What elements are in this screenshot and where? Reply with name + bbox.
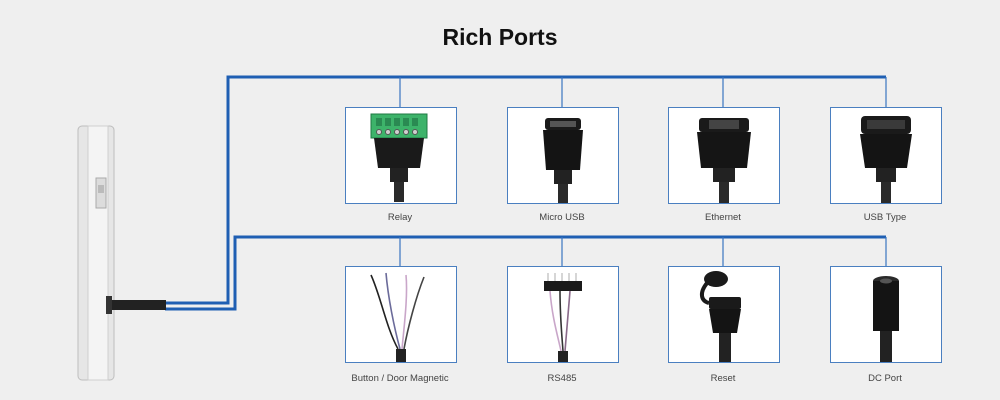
usb-connector-icon (860, 116, 912, 203)
port-label-ethernet: Ethernet (705, 212, 741, 223)
port-card-micro-usb (507, 107, 619, 204)
port-card-relay (345, 107, 457, 204)
port-card-rs485 (507, 266, 619, 363)
port-label-dc-port: DC Port (868, 373, 902, 384)
port-label-usb-type: USB Type (863, 212, 907, 223)
port-label-relay: Relay (387, 212, 413, 223)
port-label-button-door-magnetic: Button / Door Magnetic (351, 373, 449, 384)
diagram-title: Rich Ports (442, 24, 558, 50)
dc-jack-icon (873, 276, 899, 362)
port-card-dc-port (830, 266, 942, 363)
reset-connector-icon (700, 271, 741, 362)
port-card-reset (668, 266, 780, 363)
port-label-rs485: RS485 (547, 373, 577, 384)
port-card-button-door-magnetic (345, 266, 457, 363)
relay-terminal-connector-icon (370, 113, 428, 202)
micro-usb-connector-icon (543, 118, 583, 203)
ethernet-connector-icon (697, 118, 751, 203)
top-bus-line (165, 75, 886, 305)
port-label-micro-usb: Micro USB (539, 212, 585, 223)
wires-icon (370, 272, 425, 362)
bottom-bus-line (165, 235, 886, 311)
pin-header-wires-icon (544, 273, 582, 362)
port-card-usb-type (830, 107, 942, 204)
port-label-reset: Reset (710, 373, 736, 384)
port-card-ethernet (668, 107, 780, 204)
